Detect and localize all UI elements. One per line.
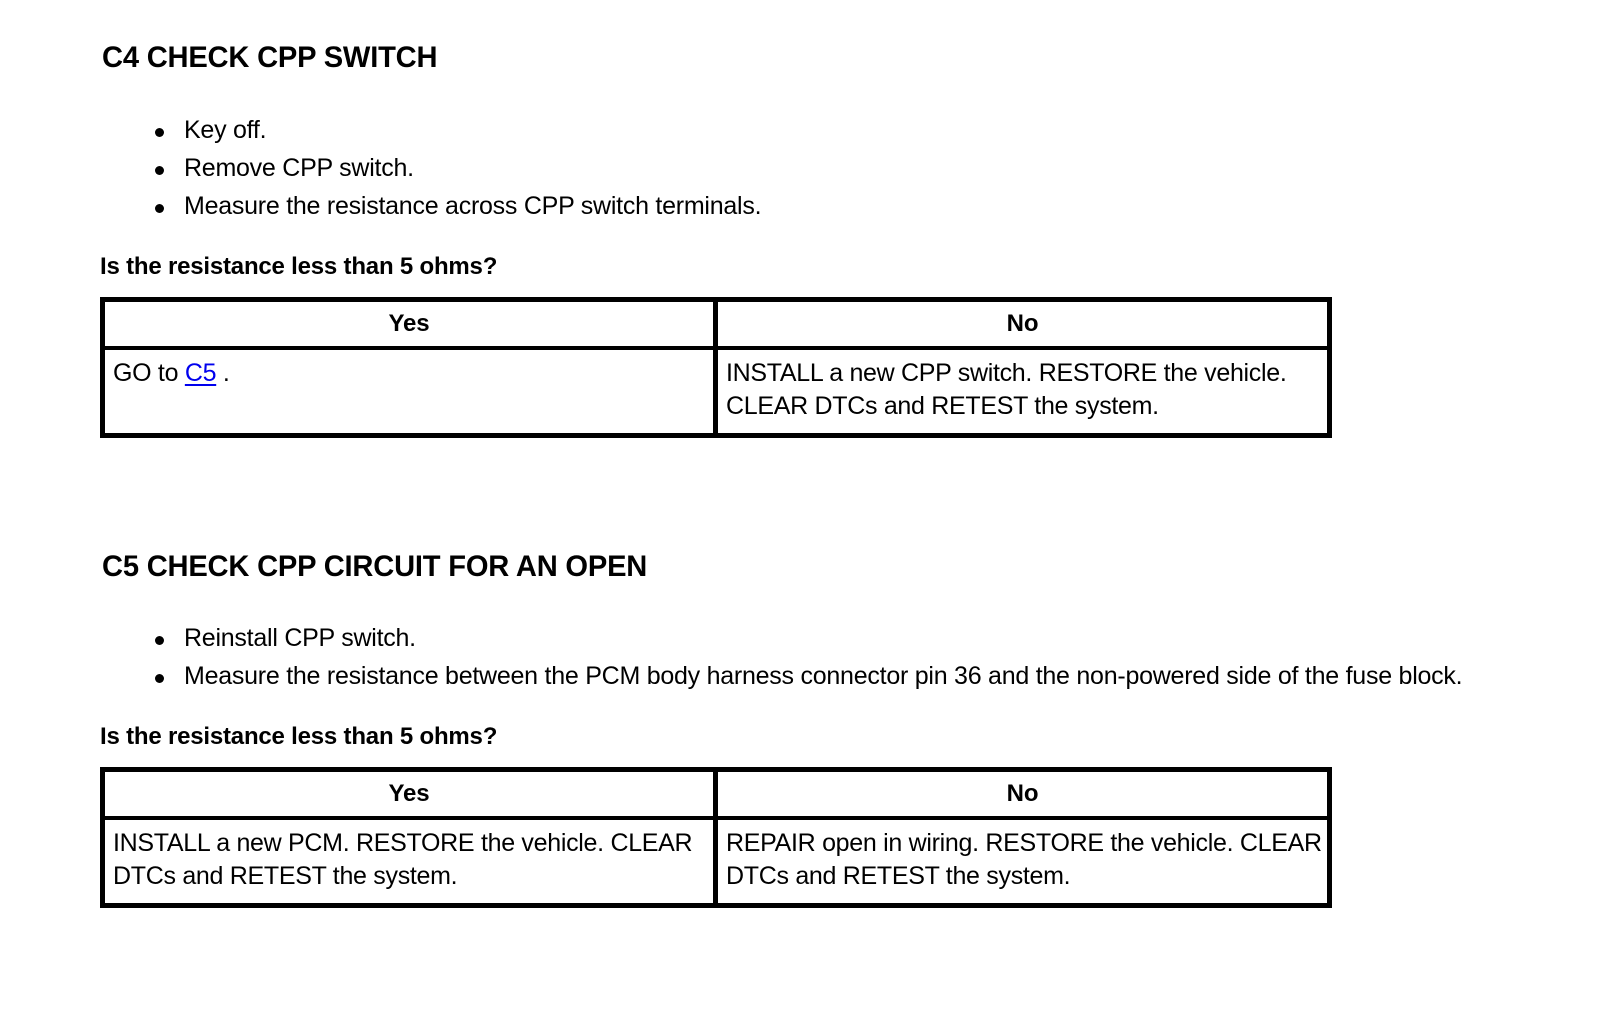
bullet-icon	[155, 636, 164, 646]
pinpoint-test-section-c5: C5 CHECK CPP CIRCUIT FOR AN OPEN Reinsta…	[100, 550, 1520, 908]
step-text: Remove CPP switch.	[184, 154, 414, 183]
list-item: Measure the resistance across CPP switch…	[100, 188, 1520, 225]
column-header-no: No	[713, 769, 1330, 820]
table-row: INSTALL a new PCM. RESTORE the vehicle. …	[102, 817, 1330, 906]
step-text: Measure the resistance across CPP switch…	[184, 192, 762, 221]
cross-reference-link-c5[interactable]: C5	[184, 358, 217, 387]
step-text: Key off.	[184, 116, 267, 145]
decision-question-c5: Is the resistance less than 5 ohms?	[100, 723, 498, 751]
list-item: Remove CPP switch.	[100, 150, 1520, 187]
bullet-icon	[155, 674, 164, 684]
list-item: Reinstall CPP switch.	[100, 620, 1520, 657]
bullet-icon	[155, 166, 164, 176]
bullet-icon	[155, 128, 164, 138]
table-header-row: Yes No	[102, 299, 1330, 350]
decision-table-c4: Yes No GO to C5 . INSTALL a new CPP swit…	[100, 296, 1332, 438]
column-header-no: No	[713, 299, 1330, 350]
step-list-c4: Key off. Remove CPP switch. Measure the …	[100, 112, 1520, 225]
column-header-yes: Yes	[102, 299, 716, 350]
answer-text-suffix: .	[216, 358, 230, 387]
answer-cell-no: REPAIR open in wiring. RESTORE the vehic…	[713, 817, 1330, 906]
column-header-yes: Yes	[102, 769, 716, 820]
answer-cell-yes: GO to C5 .	[102, 347, 716, 436]
answer-cell-no: INSTALL a new CPP switch. RESTORE the ve…	[713, 347, 1330, 436]
step-text: Reinstall CPP switch.	[184, 624, 416, 653]
section-heading-c5: C5 CHECK CPP CIRCUIT FOR AN OPEN	[102, 550, 648, 583]
decision-question-c4: Is the resistance less than 5 ohms?	[100, 253, 498, 281]
decision-table-c5: Yes No INSTALL a new PCM. RESTORE the ve…	[100, 766, 1332, 908]
table-row: GO to C5 . INSTALL a new CPP switch. RES…	[102, 347, 1330, 436]
section-heading-c4: C4 CHECK CPP SWITCH	[102, 41, 438, 74]
pinpoint-test-section-c4: C4 CHECK CPP SWITCH Key off. Remove CPP …	[100, 41, 1520, 438]
step-text: Measure the resistance between the PCM b…	[184, 662, 1463, 691]
answer-text-prefix: GO to	[113, 358, 185, 387]
bullet-icon	[155, 204, 164, 214]
answer-cell-yes: INSTALL a new PCM. RESTORE the vehicle. …	[102, 817, 716, 906]
list-item: Key off.	[100, 112, 1520, 149]
list-item: Measure the resistance between the PCM b…	[100, 658, 1520, 695]
table-header-row: Yes No	[102, 769, 1330, 820]
step-list-c5: Reinstall CPP switch. Measure the resist…	[100, 620, 1520, 695]
